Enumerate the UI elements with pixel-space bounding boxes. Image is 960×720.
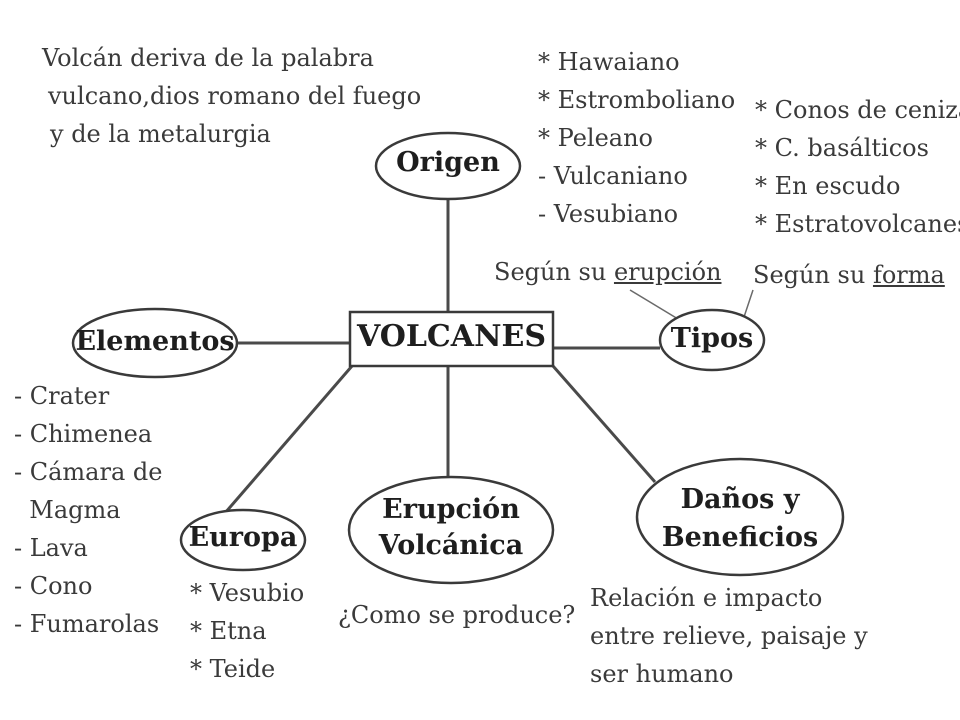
origen-note-line: y de la metalurgia [50,120,271,148]
europe-list: * Vesubio * Etna * Teide [190,575,304,689]
list-item: * Vesubio [190,579,305,607]
form-types-list: * Conos de cenizas * C. basálticos * En … [755,92,960,244]
danos-note-line: Relación e impacto [590,584,823,612]
forma-word: forma [872,261,945,289]
list-item: * Peleano [538,124,653,152]
list-item: - Crater [14,382,110,410]
danos-note-line: ser humano [590,660,734,688]
list-item: - Lava [14,534,88,562]
origen-note: Volcán deriva de la palabra vulcano,dios… [42,40,421,154]
erupcion-label-line-1: Erupción [382,494,520,525]
list-item: * En escudo [755,172,901,200]
list-item: - Vulcaniano [538,162,688,190]
list-item: Magma [14,496,121,524]
list-item: - Vesubiano [538,200,679,228]
list-item: - Chimenea [14,420,153,448]
danos-label: Daños y Beneficios [637,481,843,557]
erupcion-label-line-2: Volcánica [378,530,524,561]
erupcion-ellipse [347,475,555,585]
list-item: * Estromboliano [538,86,736,114]
danos-note-line: entre relieve, paisaje y [590,622,868,650]
danos-ellipse [635,457,845,577]
danos-note: Relación e impacto entre relieve, paisaj… [590,580,868,694]
danos-label-line-1: Daños y [680,484,800,515]
segun-prefix: Según su [753,261,873,289]
erupcion-label: Erupción Volcánica [349,492,553,564]
eruption-types-list: * Hawaiano * Estromboliano * Peleano - V… [538,44,735,234]
list-item: * Hawaiano [538,48,680,76]
connector-danos [551,365,657,483]
list-item: - Cámara de [14,458,163,486]
list-item: * C. basálticos [755,134,929,162]
pointer-erupcion-label [629,289,684,323]
origen-note-line: Volcán deriva de la palabra [42,44,374,72]
center-label: VOLCANES [356,319,547,354]
erupcion-note: ¿Como se produce? [338,601,576,629]
europa-label: Europa [188,522,298,553]
segun-erupcion-label: Según su erupción [494,253,721,291]
segun-prefix: Según su [494,258,614,286]
danos-label-line-2: Beneficios [661,522,819,553]
tipos-label: Tipos [670,323,754,354]
connector-europa [223,365,354,514]
elementos-ellipse [71,307,239,379]
list-item: * Conos de cenizas [755,96,960,124]
list-item: - Cono [14,572,93,600]
list-item: - Fumarolas [14,610,160,638]
origen-label: Origen [396,147,500,178]
list-item: * Teide [190,655,276,683]
elements-list: - Crater - Chimenea - Cámara de Magma - … [14,378,162,644]
center-box [348,310,555,368]
origen-ellipse [374,131,522,201]
tipos-ellipse [658,308,766,372]
europa-ellipse [179,508,307,572]
origen-note-line: vulcano,dios romano del fuego [48,82,422,110]
list-item: * Estratovolcanes [755,210,960,238]
segun-forma-label: Según su forma [753,256,945,294]
erupcion-word: erupción [613,258,722,286]
elementos-label: Elementos [75,326,235,357]
list-item: * Etna [190,617,267,645]
